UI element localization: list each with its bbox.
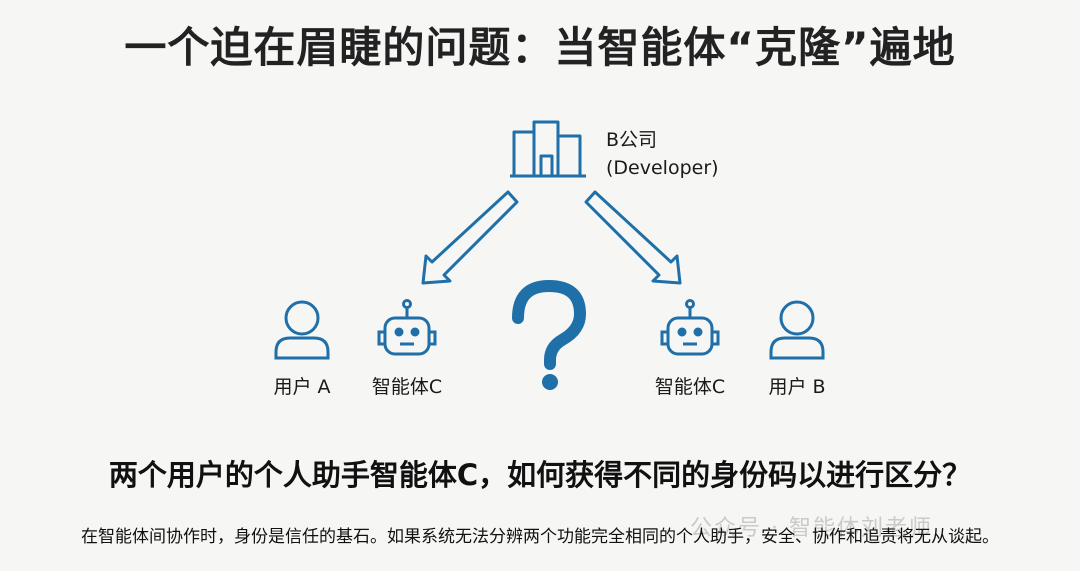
robot-icon-left — [377, 299, 437, 356]
company-label: B公司 (Developer) — [606, 126, 719, 182]
caption-text: 在智能体间协作时，身份是信任的基石。如果系统无法分辨两个功能完全相同的个人助手，… — [81, 527, 999, 547]
user-b-label: 用户 B — [768, 376, 826, 398]
user-a-label: 用户 A — [273, 376, 331, 398]
agent-left-label: 智能体C — [371, 376, 443, 398]
user-icon-a — [274, 300, 330, 360]
main-question: 两个用户的个人助手智能体C，如何获得不同的身份码以进行区分？ — [108, 458, 972, 492]
company-name: B公司 — [606, 129, 658, 151]
robot-icon-right — [660, 299, 720, 356]
agent-right-label: 智能体C — [654, 376, 726, 398]
arrow-down-left-icon — [421, 190, 519, 285]
company-role: (Developer) — [606, 157, 719, 179]
page-title: 一个迫在眉睫的问题：当智能体“克隆”遍地 — [124, 23, 956, 72]
user-icon-b — [769, 300, 825, 360]
watermark: 公众号 · 智能体刘老师 — [690, 516, 933, 541]
arrow-down-right-icon — [584, 190, 682, 285]
question-mark-icon — [512, 279, 587, 390]
building-icon — [510, 120, 586, 178]
